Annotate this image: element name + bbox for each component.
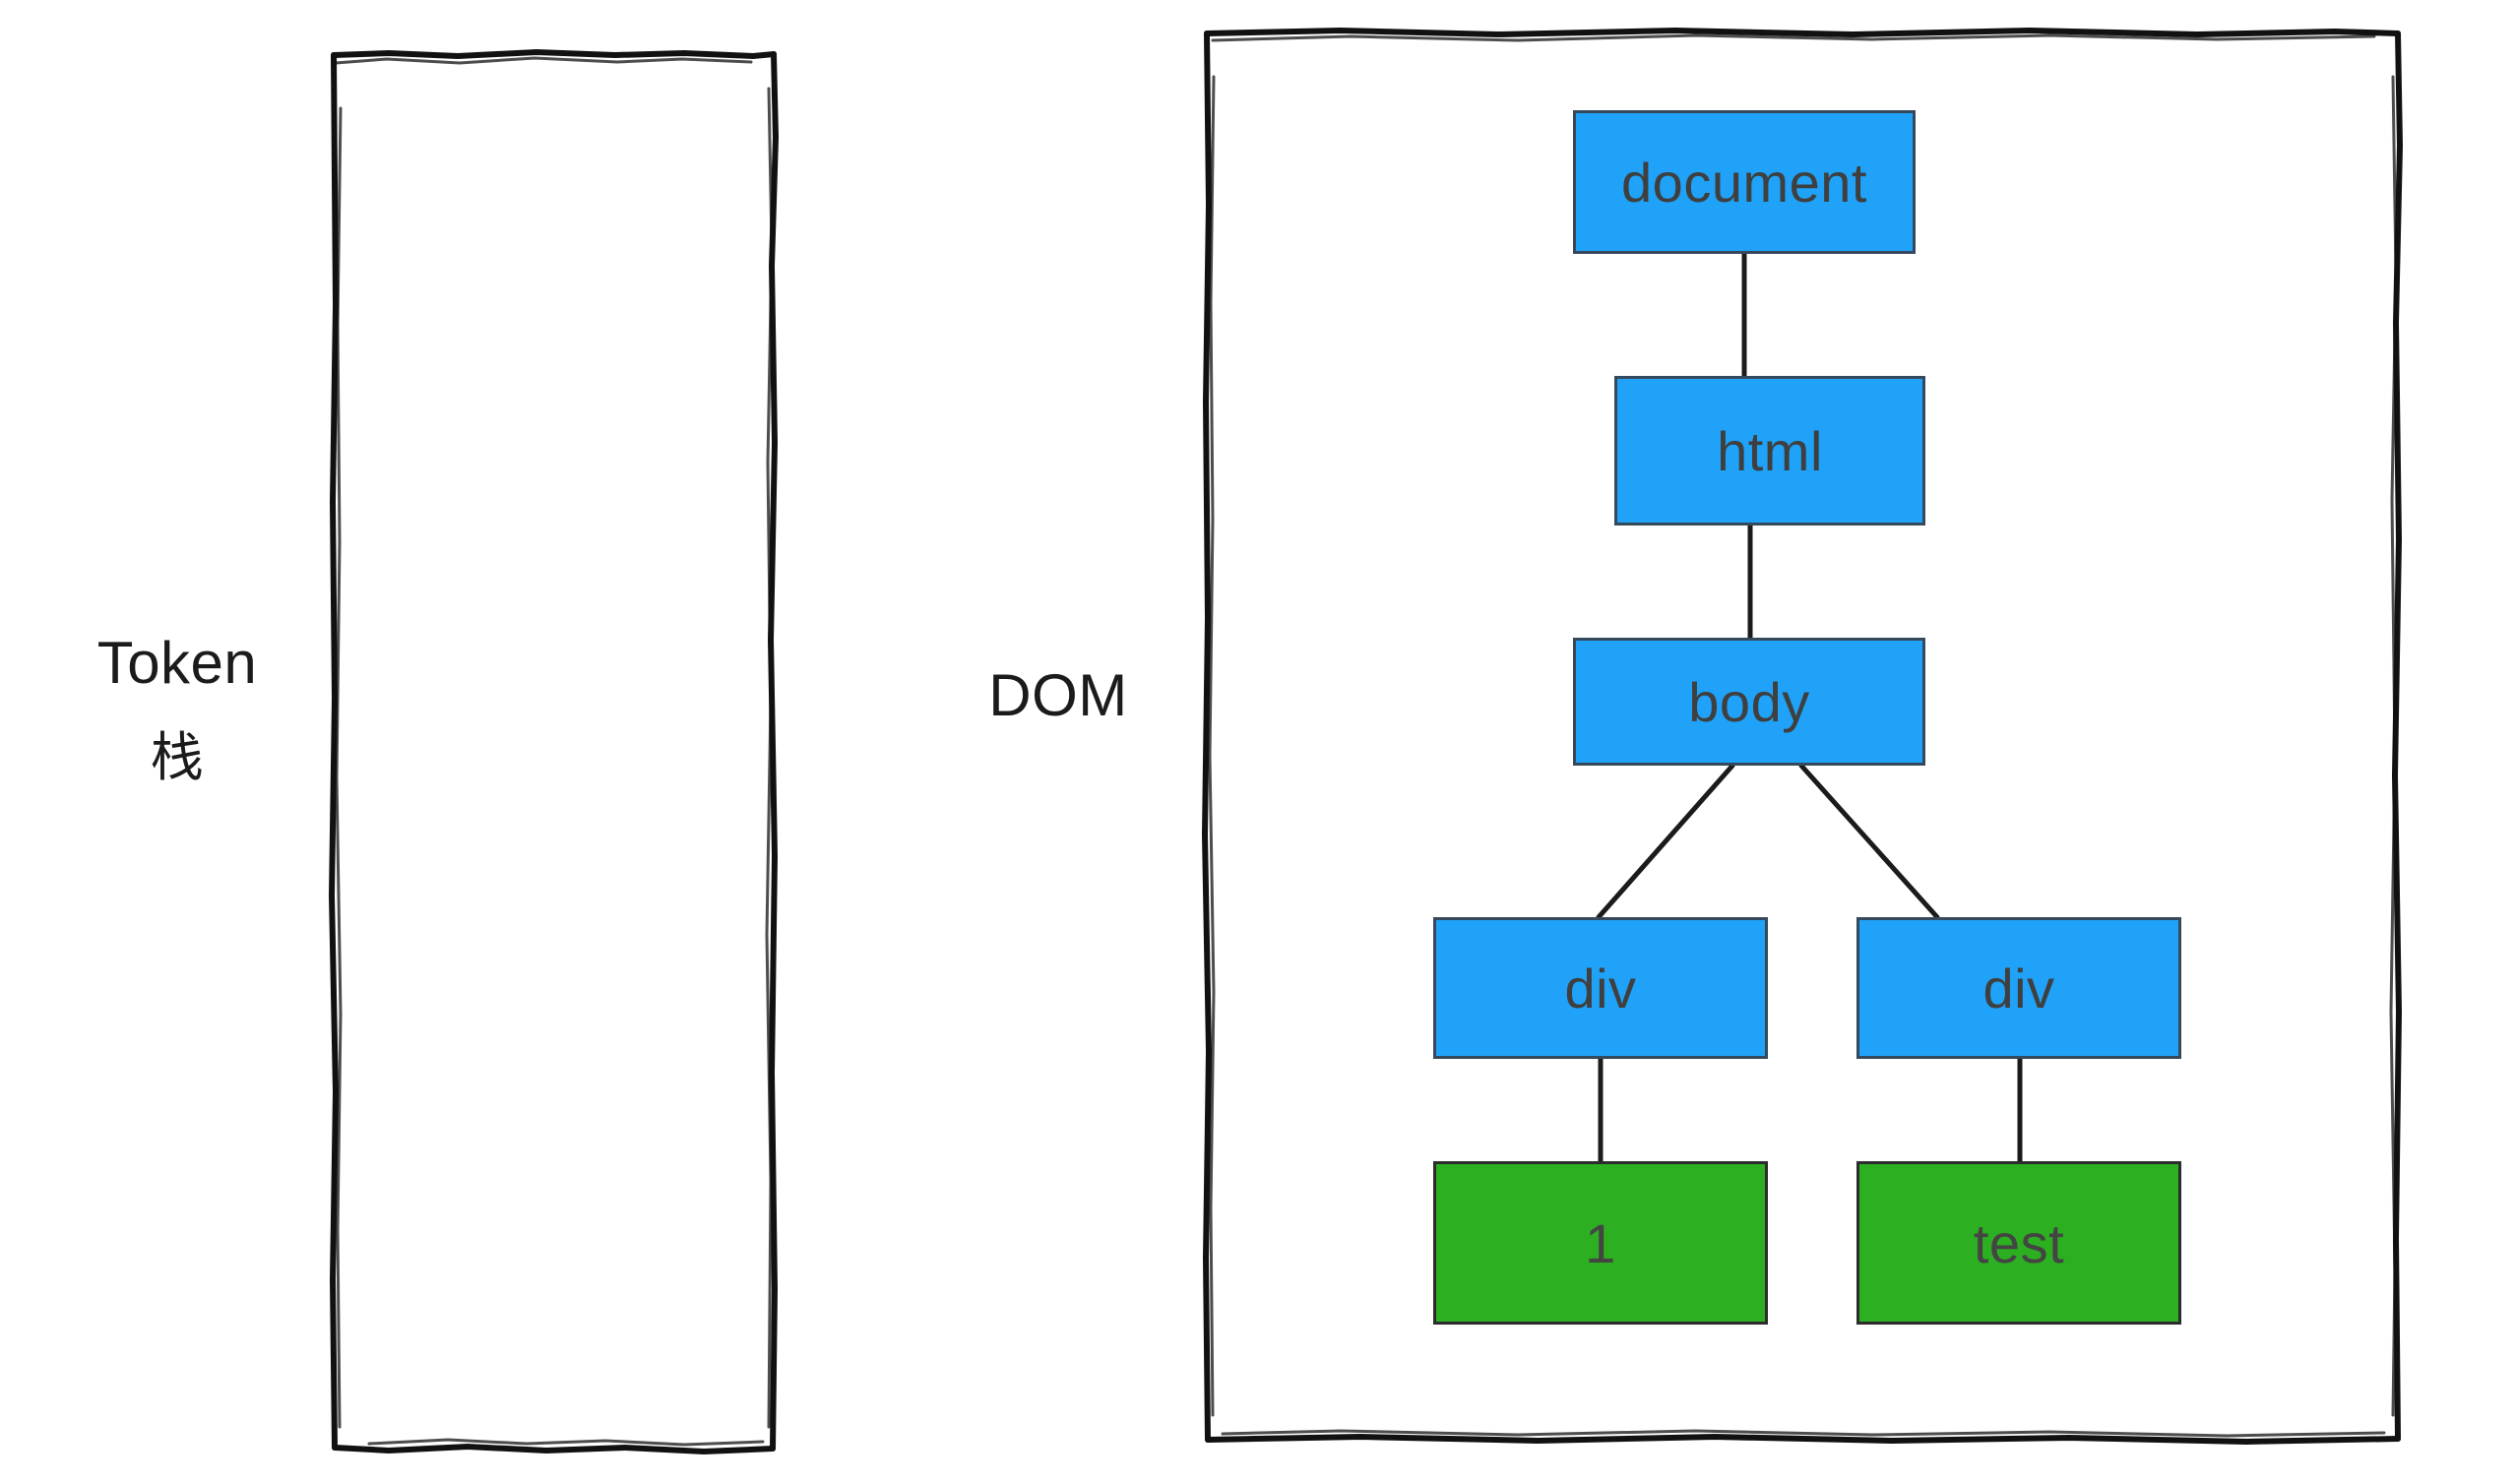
dom-node-label: test [1973, 1211, 2065, 1274]
dom-tree-caption: DOM [925, 579, 1191, 734]
token-stack-caption-line1: Token [96, 630, 258, 697]
dom-node-label: div [1564, 957, 1637, 1020]
dom-node-label: document [1621, 151, 1867, 214]
token-stack-frame [328, 48, 780, 1455]
dom-node-text-test[interactable]: test [1856, 1161, 2181, 1325]
dom-node-div-left[interactable]: div [1433, 917, 1768, 1059]
token-stack-caption-line2: 栈 [150, 728, 205, 788]
dom-node-label: div [1982, 957, 2055, 1020]
dom-node-html[interactable]: html [1614, 376, 1925, 526]
dom-node-label: 1 [1585, 1211, 1616, 1274]
dom-node-document[interactable]: document [1573, 110, 1916, 254]
dom-tree-caption-line1: DOM [988, 662, 1128, 729]
dom-tree-frame [1201, 27, 2404, 1446]
dom-node-body[interactable]: body [1573, 638, 1925, 766]
dom-node-div-right[interactable]: div [1856, 917, 2181, 1059]
dom-node-label: body [1688, 670, 1810, 733]
dom-node-label: html [1717, 419, 1823, 482]
token-stack-caption: Token 栈 [39, 546, 315, 872]
dom-node-text-1[interactable]: 1 [1433, 1161, 1768, 1325]
